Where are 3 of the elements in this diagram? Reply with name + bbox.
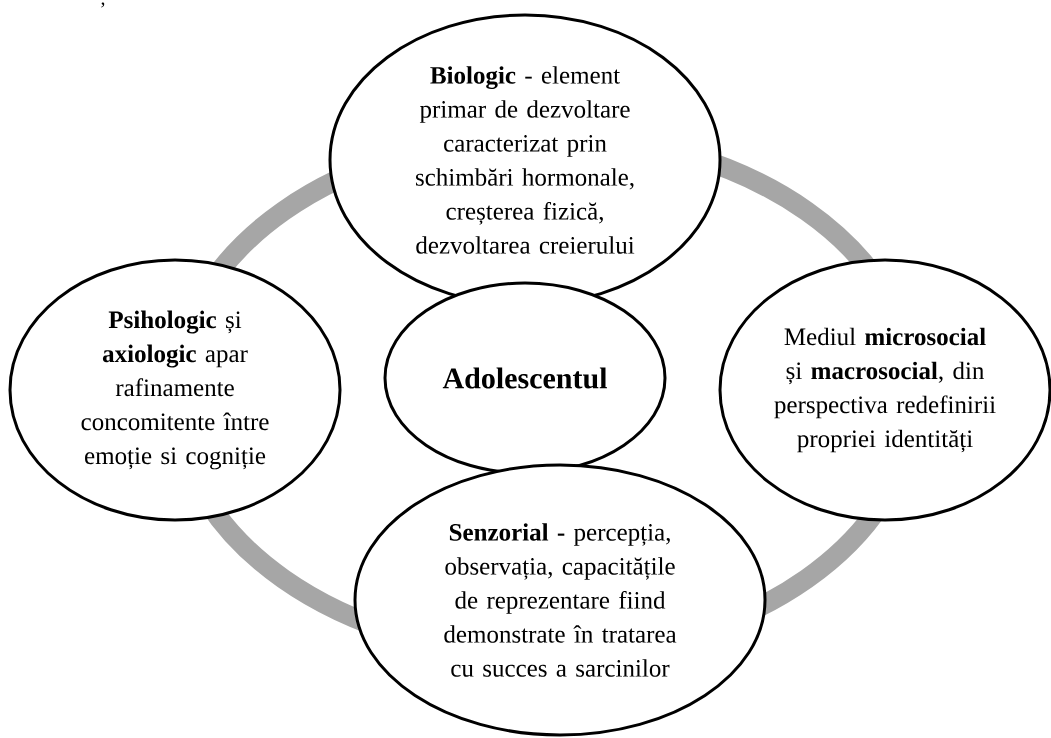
- node-label: Senzorial - percepția, observația, capacitățile de reprezentare fiind demonstrate în tratarea cu succes a sarcinilor: [444, 523, 677, 677]
- stray-mark: ,: [101, 2, 105, 8]
- node-label: Mediul microsocial și macrosocial, din perspectiva redefinirii propriei identități: [774, 327, 996, 453]
